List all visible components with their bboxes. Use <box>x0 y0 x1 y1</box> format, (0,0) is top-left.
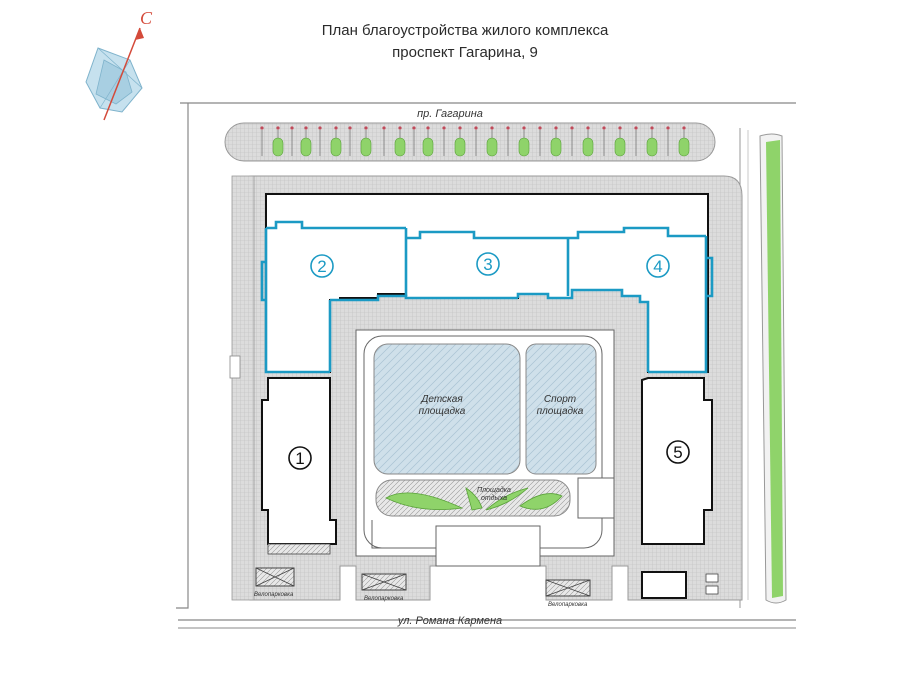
bike-parkings <box>255 567 719 599</box>
building-4-number: 4 <box>653 257 662 276</box>
plan-title: План благоустройства жилого комплекса <box>321 22 609 39</box>
building-5-number: 5 <box>673 443 682 462</box>
sport-label-1: Спорт <box>544 394 576 405</box>
street-label-top: пр. Гагарина <box>417 108 483 120</box>
rest-label-2: отдыха <box>481 494 507 502</box>
building-1-marker <box>288 446 312 470</box>
section-outlines <box>260 220 714 374</box>
compass-rose: С <box>85 8 153 121</box>
playground-label-2: площадка <box>419 406 466 417</box>
street-label-bottom: ул. Романа Кармена <box>397 615 502 627</box>
building-2-number: 2 <box>317 257 326 276</box>
boulevard-strip <box>224 122 716 162</box>
bike-label-2: Велопарковка <box>364 596 404 602</box>
sport-ground <box>525 343 597 475</box>
building-2-marker <box>310 254 334 278</box>
bike-label-1: Велопарковка <box>254 592 294 598</box>
sport-label-2: площадка <box>537 406 584 417</box>
building-3-marker <box>476 252 500 276</box>
building-3-number: 3 <box>483 255 492 274</box>
compass-north-label: С <box>140 8 153 28</box>
building-1-number: 1 <box>295 449 304 468</box>
children-playground <box>373 343 521 475</box>
bike-label-3: Велопарковка <box>548 602 588 608</box>
plan-subtitle: проспект Гагарина, 9 <box>392 44 538 61</box>
building-4-marker <box>646 254 670 278</box>
building-5-marker <box>666 440 690 464</box>
playground-label-1: Детская <box>420 394 463 405</box>
rest-label-1: Площадка <box>477 486 511 494</box>
green-verge <box>766 140 783 598</box>
boulevard-green-beds <box>260 126 690 157</box>
